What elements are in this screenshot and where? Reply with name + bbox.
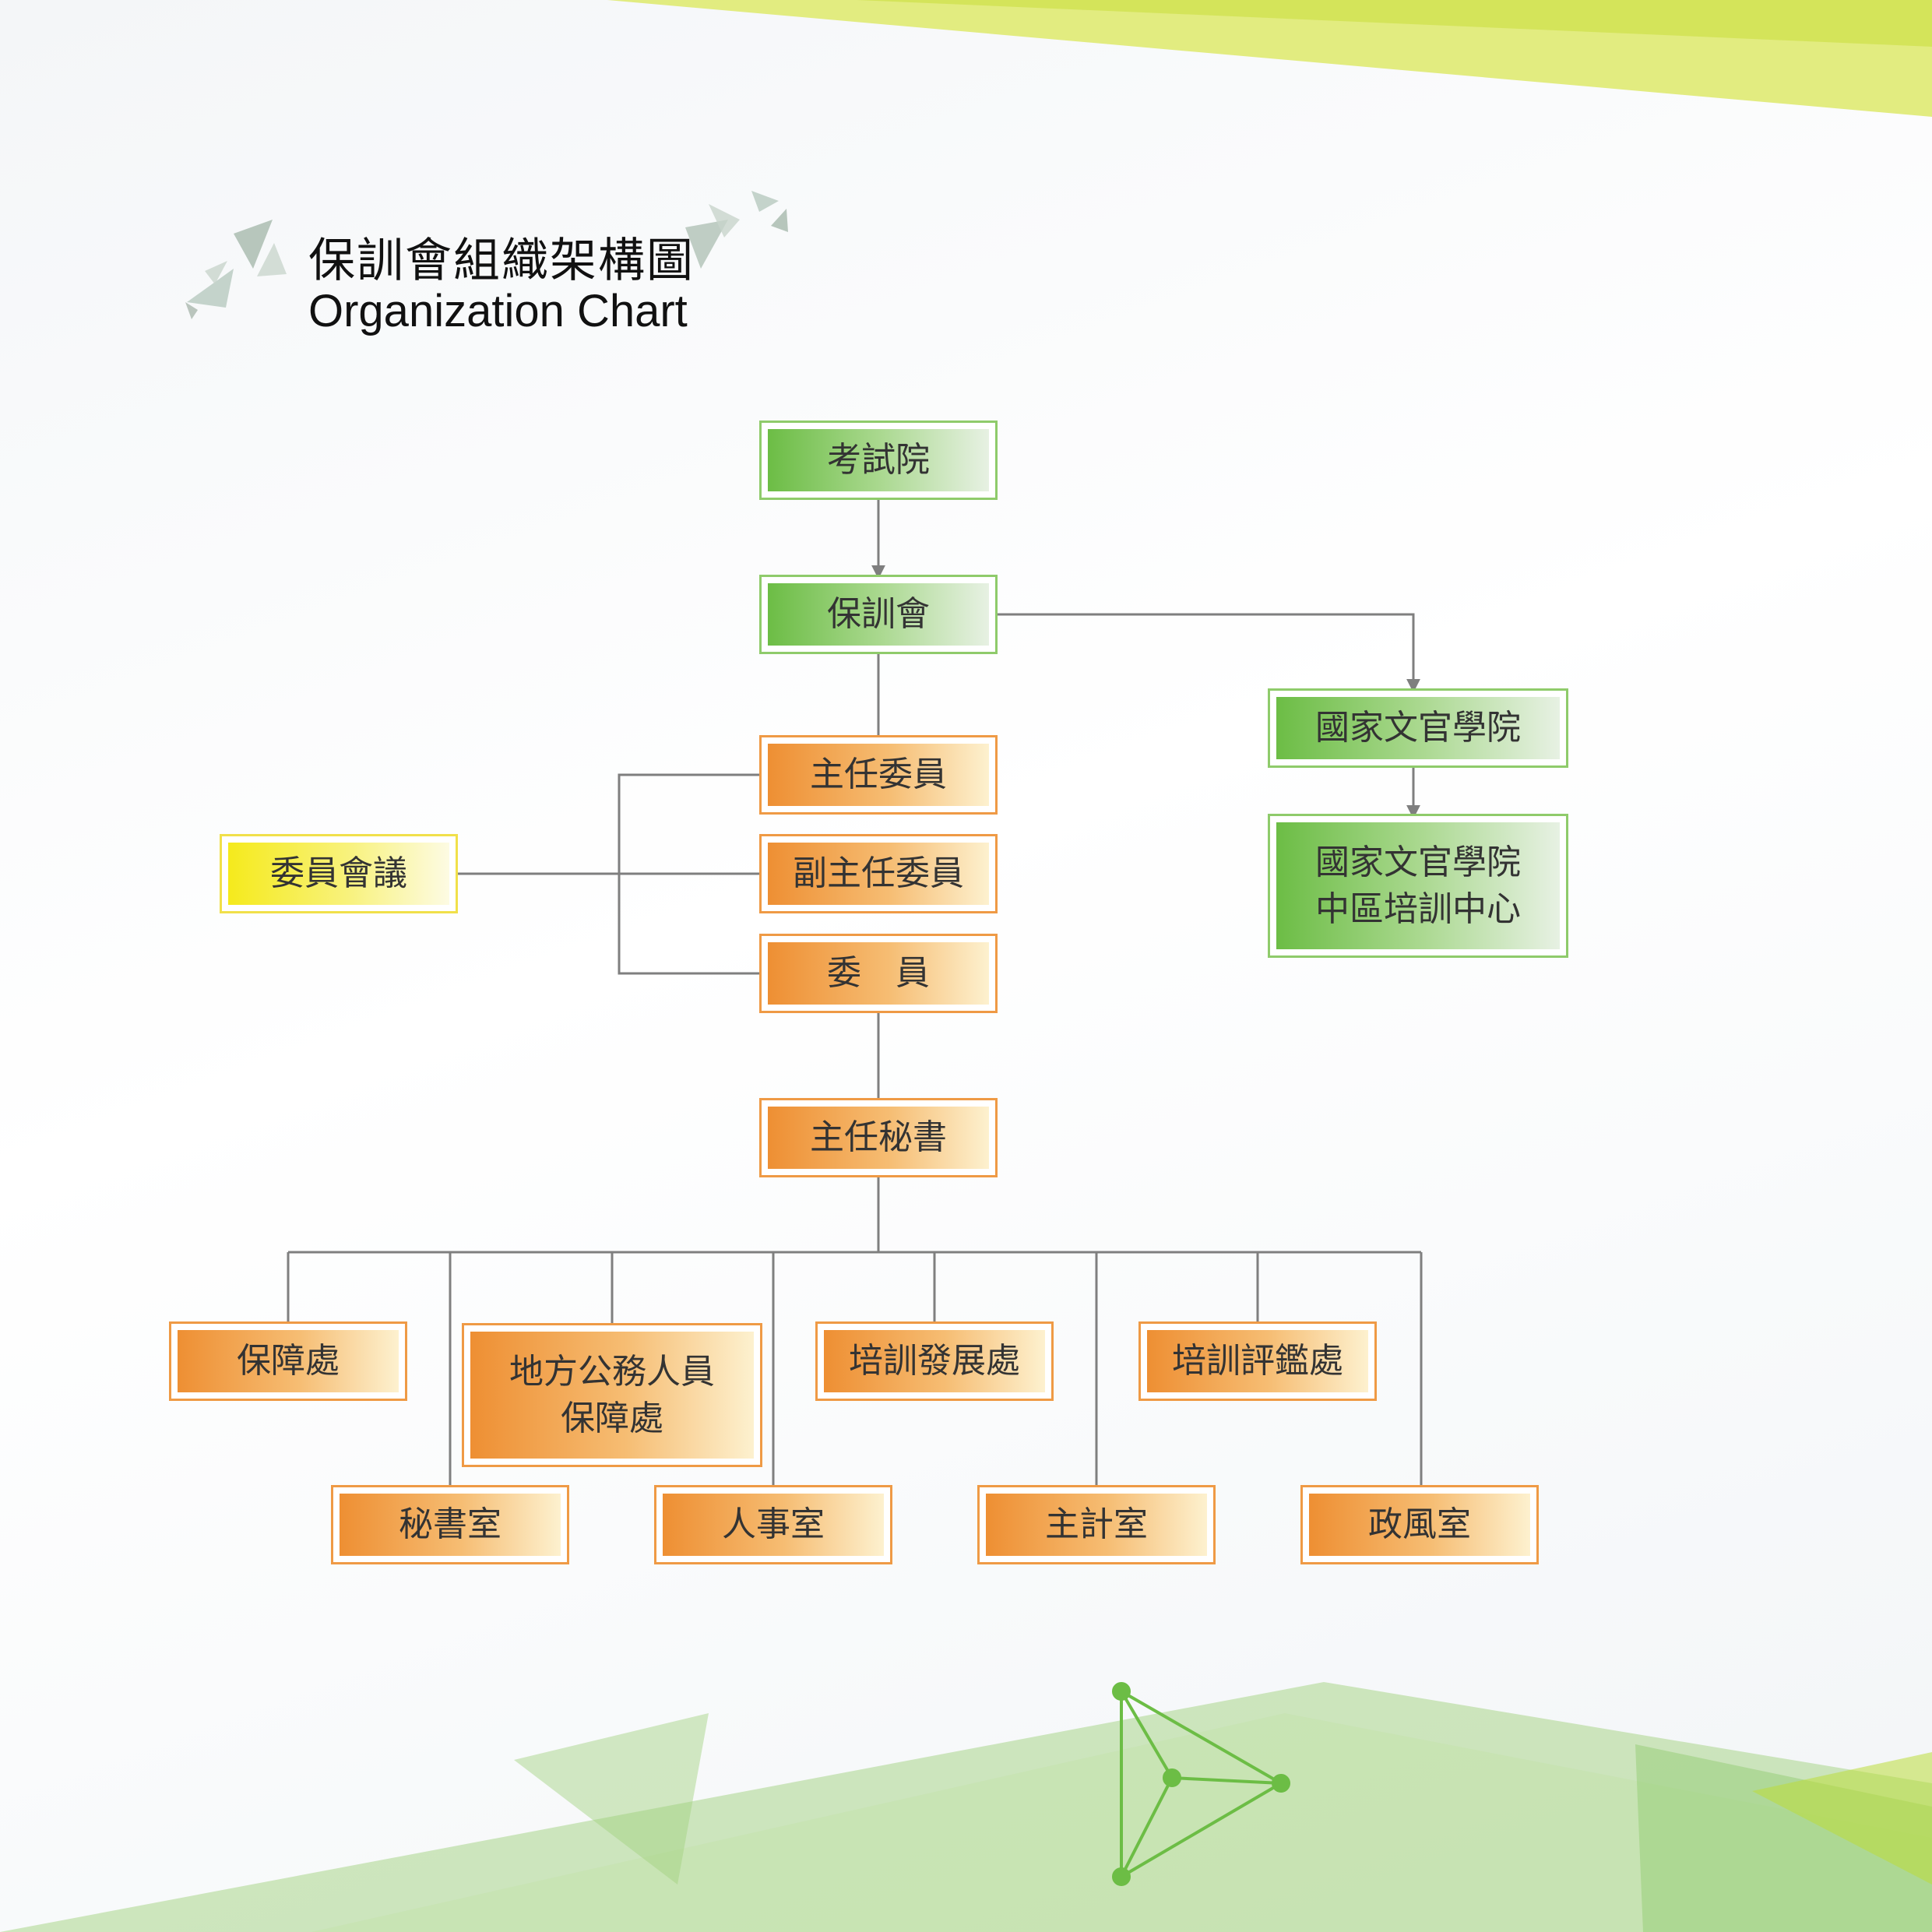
node-secretary-general: 主任秘書: [759, 1098, 998, 1177]
node-secretariat: 秘書室: [331, 1485, 569, 1564]
node-accounting-office: 主計室: [977, 1485, 1216, 1564]
node-naca-central-label-2: 中區培訓中心: [1315, 889, 1521, 929]
node-protection-dept-label: 保障處: [237, 1341, 340, 1381]
node-ethics-office-label: 政風室: [1368, 1504, 1471, 1545]
node-training-eval-dept: 培訓評鑑處: [1138, 1321, 1377, 1401]
node-commissioner: 委 員: [759, 934, 998, 1013]
node-training-dev-dept: 培訓發展處: [815, 1321, 1054, 1401]
node-csptc-label: 保訓會: [827, 594, 930, 635]
node-local-protection-label-1: 地方公務人員: [509, 1352, 715, 1392]
node-local-protection-dept: 地方公務人員 保障處: [462, 1323, 762, 1467]
node-commissioner-label: 委 員: [827, 953, 930, 994]
page-title: 保訓會組織架構圖: [308, 234, 695, 288]
node-vice-minister-label: 副主任委員: [793, 853, 964, 894]
node-training-dev-dept-label: 培訓發展處: [849, 1341, 1020, 1381]
page-subtitle: Organization Chart: [308, 286, 688, 336]
node-naca-central-label-1: 國家文官學院: [1315, 843, 1521, 883]
node-minister-label: 主任委員: [810, 755, 947, 795]
molecule-decoration: [1112, 1682, 1290, 1886]
node-protection-dept: 保障處: [169, 1321, 407, 1401]
node-local-protection-label-2: 保障處: [561, 1398, 663, 1438]
node-vice-minister: 副主任委員: [759, 834, 998, 913]
node-naca: 國家文官學院: [1268, 688, 1568, 768]
node-minister: 主任委員: [759, 735, 998, 815]
node-council-meeting-label: 委員會議: [270, 853, 407, 894]
node-exam-yuan-label: 考試院: [827, 440, 930, 480]
node-naca-central: 國家文官學院 中區培訓中心: [1268, 814, 1568, 958]
node-personnel-office: 人事室: [654, 1485, 892, 1564]
node-council-meeting: 委員會議: [220, 834, 458, 913]
node-accounting-office-label: 主計室: [1045, 1504, 1148, 1545]
node-personnel-office-label: 人事室: [722, 1504, 825, 1545]
node-csptc: 保訓會: [759, 575, 998, 654]
node-ethics-office: 政風室: [1300, 1485, 1539, 1564]
node-secretariat-label: 秘書室: [399, 1504, 501, 1545]
connector-csptc-to-naca: [997, 613, 1420, 693]
node-exam-yuan: 考試院: [759, 421, 998, 500]
node-training-eval-dept-label: 培訓評鑑處: [1172, 1341, 1343, 1381]
title-triangle-decoration: [185, 191, 788, 319]
node-naca-label: 國家文官學院: [1315, 708, 1521, 748]
node-secretary-general-label: 主任秘書: [810, 1117, 947, 1158]
